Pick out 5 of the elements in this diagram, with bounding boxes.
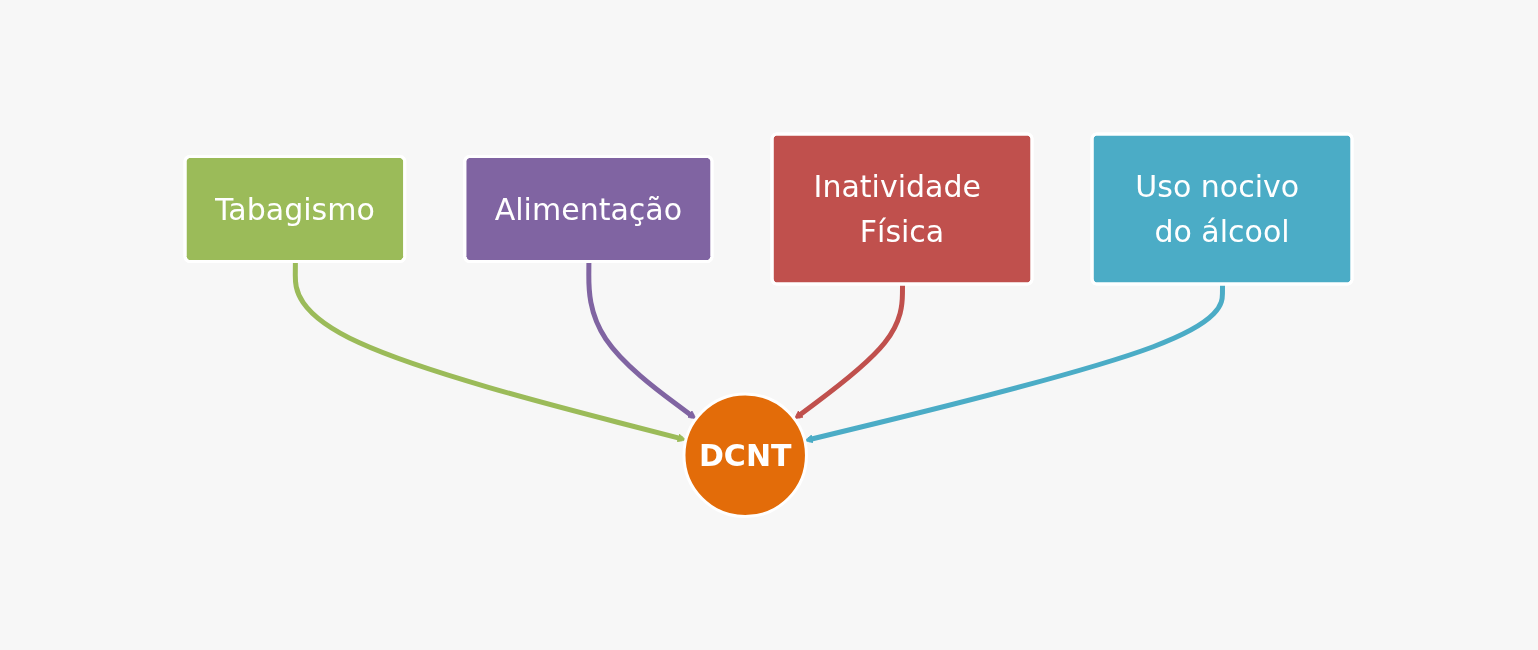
arrow [293,261,687,442]
arrow [794,284,906,419]
arrow [804,284,1226,443]
node-circle: DCNT [682,392,809,518]
arrow [586,261,697,419]
